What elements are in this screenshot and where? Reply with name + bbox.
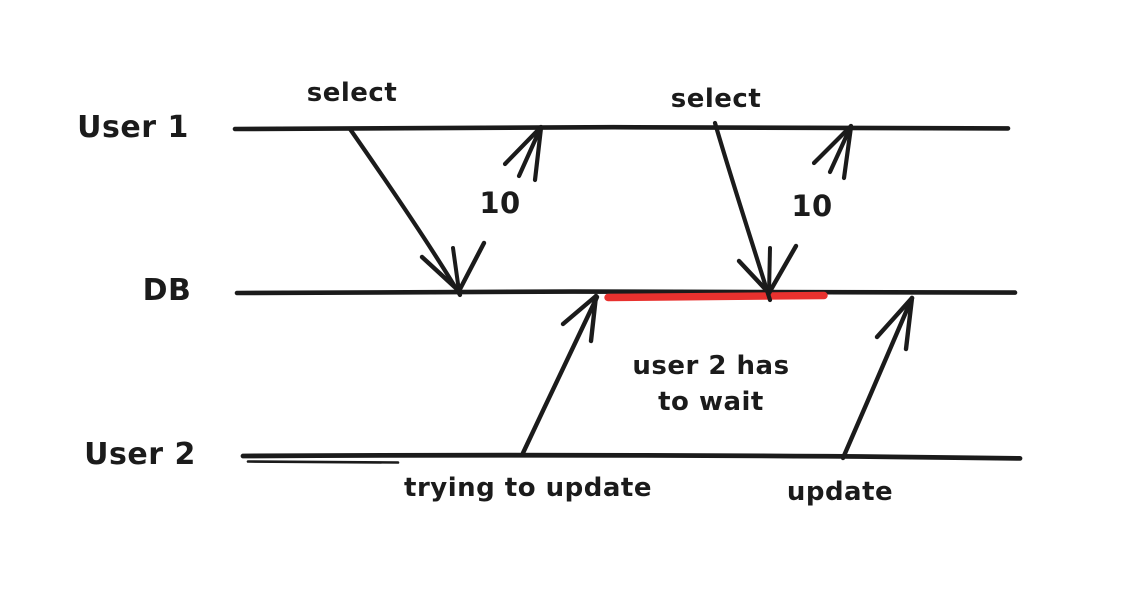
lifeline-user2	[240, 452, 1023, 461]
arrow-update	[840, 295, 915, 461]
message-label-trying-update: trying to update	[404, 473, 652, 503]
lane-label-user1: User 1	[77, 110, 189, 145]
arrow-trying-update	[520, 293, 600, 456]
message-label-select-2: select	[670, 84, 762, 114]
message-label-select-1: select	[306, 78, 398, 108]
lifeline-user1	[232, 124, 1011, 132]
arrow-select-1	[347, 126, 487, 298]
arrow-return-2	[811, 123, 854, 181]
message-label-return-value-1: 10	[479, 186, 521, 220]
lane-label-db: DB	[142, 273, 192, 308]
lifeline-db	[234, 289, 1018, 296]
wait-note: user 2 has to wait	[632, 351, 790, 417]
arrow-return-1	[502, 124, 544, 183]
lifeline-user2-doubled-stroke	[246, 460, 400, 464]
lock-segment	[604, 291, 828, 302]
arrow-select-2	[712, 120, 799, 303]
message-label-return-value-2: 10	[791, 189, 833, 223]
lane-label-user2: User 2	[84, 437, 196, 472]
message-label-update: update	[786, 477, 894, 507]
